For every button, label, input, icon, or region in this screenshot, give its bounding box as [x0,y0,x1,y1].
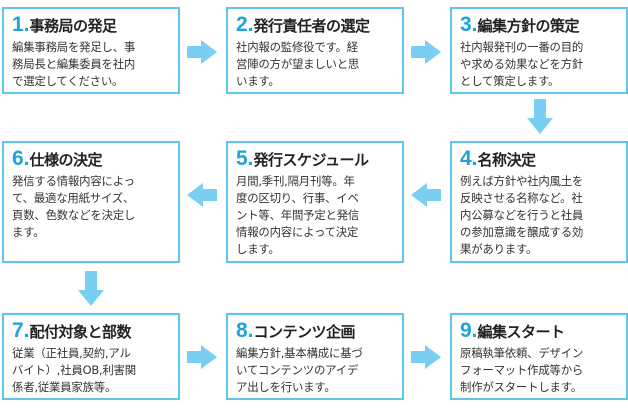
step-number: 7. [12,319,30,342]
arrow-right-icon [187,345,217,369]
step-title: 事務局の発足 [29,17,118,35]
arrow-right-icon [187,40,217,64]
step-number: 9. [460,319,478,342]
step-title: コンテンツ企画 [253,323,356,341]
step-card-7: 7.配付対象と部数 従業（正社員,契約,アルバイト）,社員OB,利害関係者,従業… [2,313,180,400]
step-card-1: 1.事務局の発足 編集事務局を発足し、事務局長と編集委員を社内で選定してください… [2,7,180,94]
step-title: 発行責任者の選定 [253,17,371,35]
step-card-6: 6.仕様の決定 発信する情報内容によって、最適な用紙サイズ、頁数、色数などを決定… [2,141,180,263]
step-card-8: 8.コンテンツ企画 編集方針,基本構成に基づいてコンテンツのアイデア出しを行いま… [226,313,404,400]
step-number: 1. [12,13,30,36]
arrow-left-icon [187,183,217,207]
arrow-right-icon [411,40,441,64]
step-description: 編集方針,基本構成に基づいてコンテンツのアイデア出しを行います。 [236,346,363,394]
step-description: 社内報の監修役です。経営陣の方が望ましいと思います。 [236,40,360,88]
step-title: 仕様の決定 [29,151,103,169]
step-number: 2. [236,13,254,36]
step-card-4: 4.名称決定 例えば方針や社内風土を反映させる名称など。社内公募などを行うと社員… [450,141,628,263]
step-number: 4. [460,147,478,170]
step-card-5: 5.発行スケジュール 月間,季刊,隔月刊等。年度の区切り、行事、イベント等、年間… [226,141,404,263]
step-title: 名称決定 [477,151,537,169]
step-number: 5. [236,147,254,170]
step-description: 従業（正社員,契約,アルバイト）,社員OB,利害関係者,従業員家族等。 [12,346,136,394]
step-title: 発行スケジュール [253,151,369,169]
step-title: 配付対象と部数 [29,323,132,341]
step-number: 8. [236,319,254,342]
step-description: 月間,季刊,隔月刊等。年度の区切り、行事、イベント等、年間予定と発信情報の内容に… [236,174,360,256]
step-title: 編集スタート [477,323,566,341]
step-description: 編集事務局を発足し、事務局長と編集委員を社内で選定してください。 [12,40,136,88]
step-card-3: 3.編集方針の策定 社内報発刊の一番の目的や求める効果などを方針として策定します… [450,7,628,94]
step-description: 発信する情報内容によって、最適な用紙サイズ、頁数、色数などを決定します。 [12,174,136,239]
step-card-2: 2.発行責任者の選定 社内報の監修役です。経営陣の方が望ましいと思います。 [226,7,404,94]
step-number: 3. [460,13,478,36]
step-description: 例えば方針や社内風土を反映させる名称など。社内公募などを行うと社員の参加意識を醸… [460,174,584,256]
arrow-left-icon [411,183,441,207]
arrow-right-icon [411,345,441,369]
step-number: 6. [12,147,30,170]
step-description: 原稿執筆依頼、デザインフォーマット作成等から制作がスタートします。 [460,346,584,394]
arrow-down-icon [78,271,104,306]
step-title: 編集方針の策定 [477,17,580,35]
step-description: 社内報発刊の一番の目的や求める効果などを方針として策定します。 [460,40,584,88]
step-card-9: 9.編集スタート 原稿執筆依頼、デザインフォーマット作成等から制作がスタートしま… [450,313,628,400]
arrow-down-icon [527,99,553,134]
